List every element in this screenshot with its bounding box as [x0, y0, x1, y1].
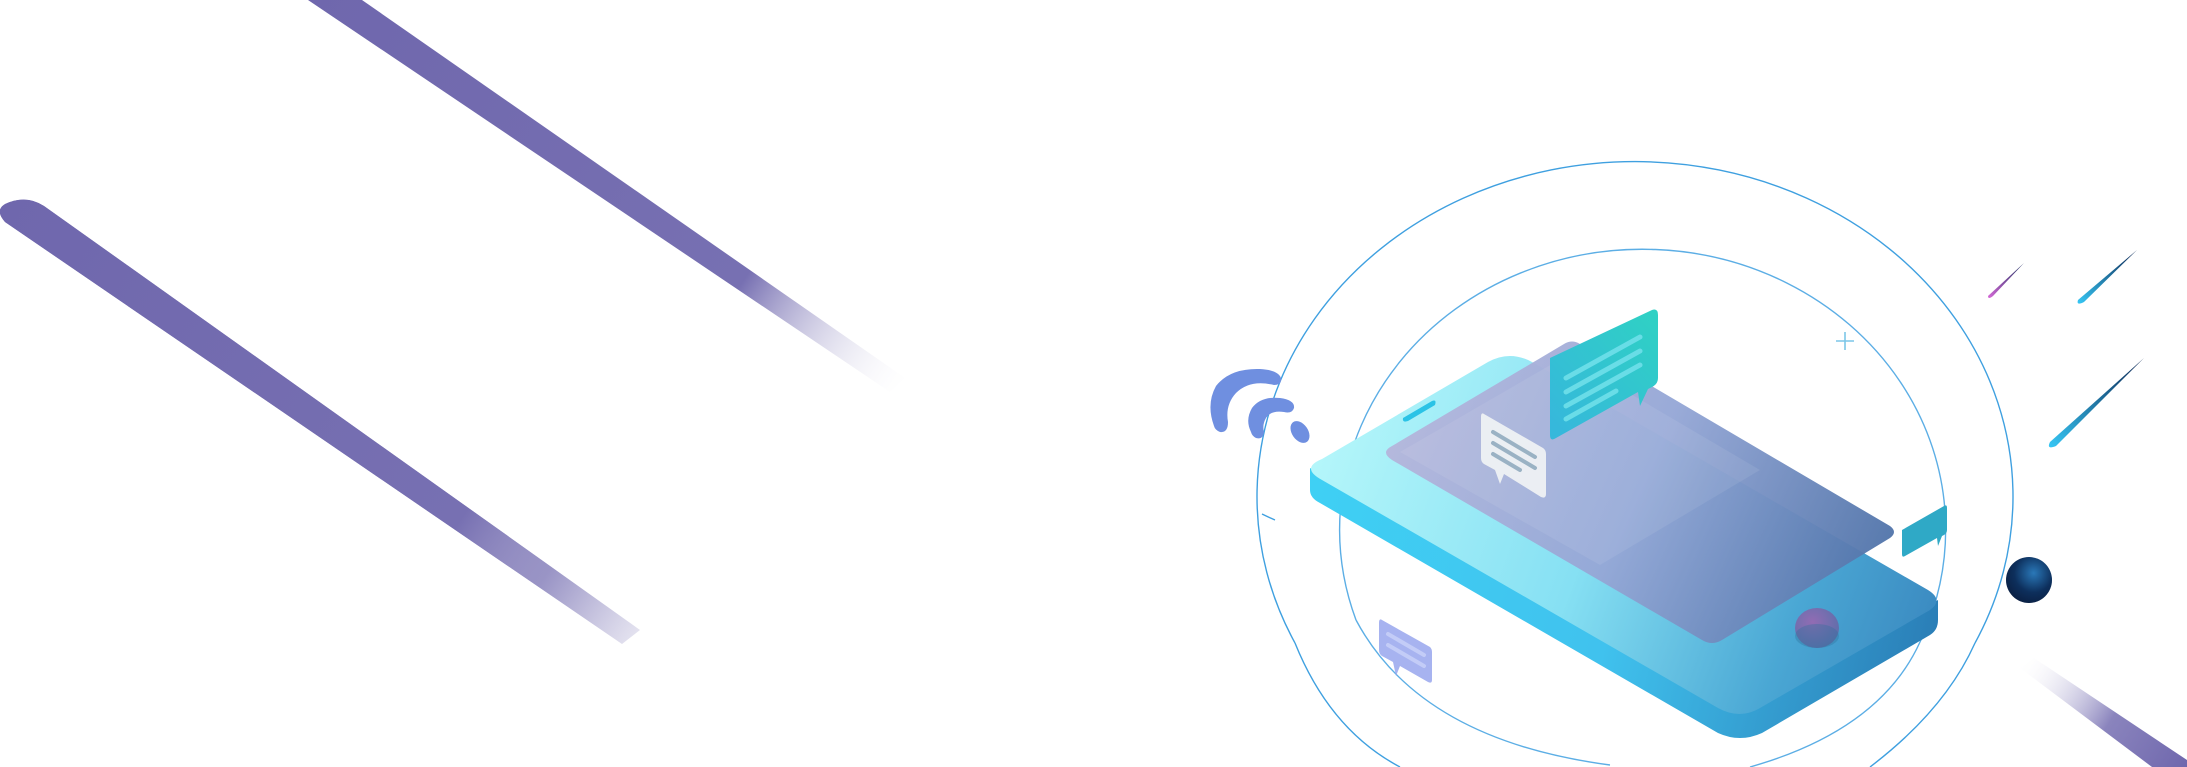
outer-ring-lower-right	[1869, 642, 1976, 767]
plus-sparkle-icon	[1836, 332, 1854, 350]
chat-bubble-teal-large	[1550, 309, 1658, 440]
smartphone	[1310, 341, 1938, 738]
chat-bubble-teal-small	[1902, 505, 1947, 557]
wifi-arc-inner	[1248, 397, 1295, 439]
wifi-signal-icon	[1210, 368, 1310, 443]
outer-ring-lower	[1294, 642, 1401, 767]
diagonal-stripe-left-fill	[0, 199, 640, 644]
diagonal-stripe-bottom-right	[2020, 658, 2187, 767]
screen-reflection	[1400, 356, 1760, 565]
chat-bubble-white	[1481, 413, 1546, 498]
outer-ring	[1256, 160, 2014, 644]
chat-bubble-lilac	[1379, 619, 1432, 683]
phone-screen	[1386, 341, 1894, 643]
inner-ring-lower-right	[1749, 641, 1921, 767]
chat-bubble-icon	[1379, 619, 1432, 683]
inner-ring-lower	[1355, 619, 1611, 766]
diagonal-stripe-top	[308, 0, 905, 392]
wifi-dot	[1290, 421, 1310, 443]
outer-ring-top	[1261, 513, 1276, 521]
phone-speaker-slot	[1402, 400, 1436, 422]
accent-slash-blue-small	[2077, 250, 2137, 304]
home-button-shadow	[1795, 624, 1839, 648]
accent-slash-pink	[1988, 263, 2024, 298]
wifi-arc-outer	[1210, 368, 1282, 433]
accent-slash-blue-large	[2048, 358, 2144, 448]
home-button	[1795, 608, 1839, 648]
decorative-orb	[2006, 557, 2052, 603]
chat-bubble-icon	[1902, 505, 1947, 557]
